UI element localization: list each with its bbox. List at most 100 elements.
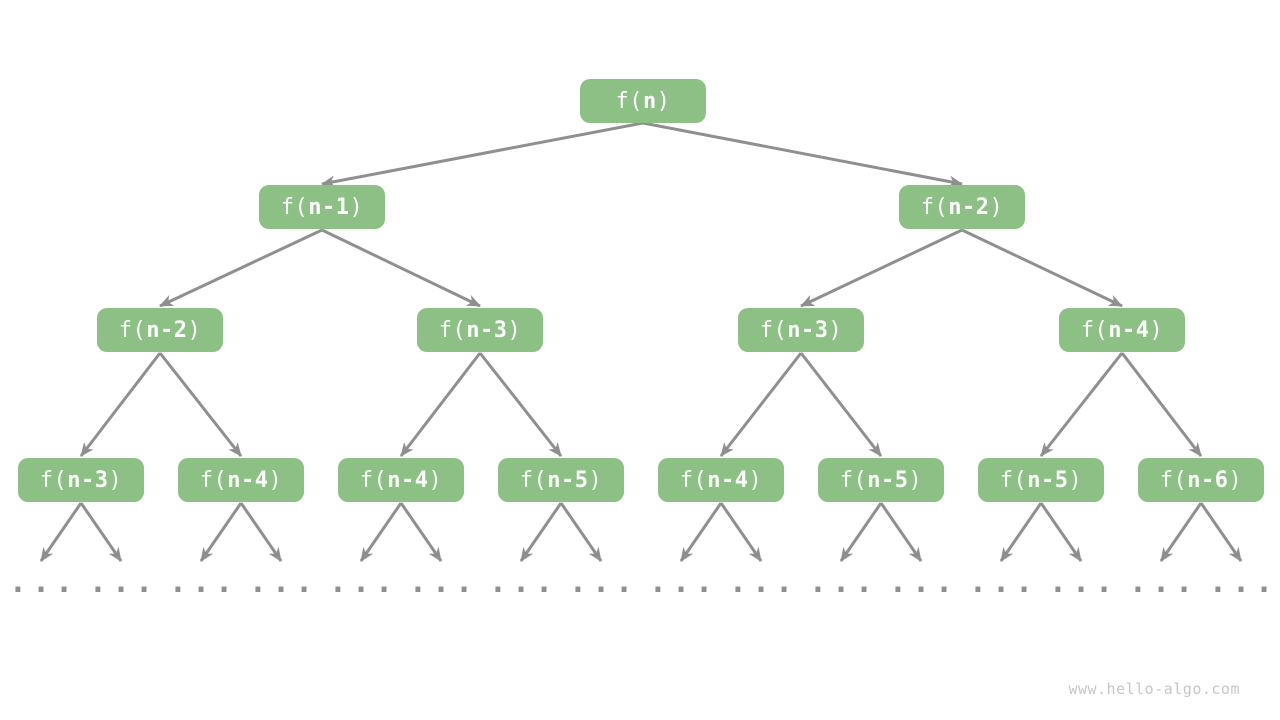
node-label-pre: f(	[999, 467, 1028, 493]
leaf-ellipsis: ...	[8, 565, 79, 600]
tree-node: f(n-2)	[97, 308, 223, 352]
edge	[1039, 352, 1124, 457]
edge	[159, 228, 323, 308]
node-label-pre: f(	[118, 317, 147, 343]
node-label-arg: n-3	[67, 467, 109, 493]
edge	[359, 502, 403, 562]
edge	[399, 502, 443, 562]
node-label-arg: n-4	[227, 467, 269, 493]
leaf-ellipsis: ...	[648, 565, 719, 600]
leaf-ellipsis: ...	[728, 565, 799, 600]
node-label-pre: f(	[679, 467, 708, 493]
leaf-ellipsis: ...	[328, 565, 399, 600]
node-label-post: )	[588, 467, 603, 493]
node-label-post: )	[187, 317, 202, 343]
node-label-pre: f(	[920, 194, 949, 220]
edge	[642, 121, 963, 188]
node-label-pre: f(	[839, 467, 868, 493]
node-label-pre: f(	[199, 467, 228, 493]
tree-node: f(n-4)	[338, 458, 464, 502]
edge	[1039, 502, 1083, 562]
leaf-ellipsis: ...	[888, 565, 959, 600]
tree-node: f(n-3)	[417, 308, 543, 352]
edge	[239, 502, 283, 562]
node-label-post: )	[349, 194, 364, 220]
edge	[1199, 502, 1243, 562]
tree-node: f(n-5)	[498, 458, 624, 502]
node-label-pre: f(	[519, 467, 548, 493]
node-label-post: )	[989, 194, 1004, 220]
tree-node: f(n-1)	[259, 185, 385, 229]
edge	[879, 502, 923, 562]
node-label-arg: n-2	[146, 317, 188, 343]
node-label-arg: n-1	[308, 194, 350, 220]
node-label-arg: n-3	[466, 317, 508, 343]
tree-node: f(n-4)	[178, 458, 304, 502]
tree-node: f(n-4)	[1059, 308, 1185, 352]
edge	[158, 352, 243, 457]
leaf-ellipsis: ...	[1048, 565, 1119, 600]
node-label-pre: f(	[359, 467, 388, 493]
node-label-arg: n-4	[387, 467, 429, 493]
edge	[559, 502, 603, 562]
tree-node: f(n-3)	[18, 458, 144, 502]
leaf-ellipsis: ...	[568, 565, 639, 600]
node-label-pre: f(	[615, 88, 643, 114]
edge	[719, 352, 803, 457]
node-label-post: )	[656, 88, 671, 114]
node-label-arg: n-2	[948, 194, 990, 220]
node-label-post: )	[1149, 317, 1164, 343]
edge	[1159, 502, 1203, 562]
node-label-pre: f(	[280, 194, 309, 220]
leaf-ellipsis: ...	[248, 565, 319, 600]
node-label-post: )	[1068, 467, 1083, 493]
watermark: www.hello-algo.com	[1068, 680, 1240, 698]
edge	[679, 502, 723, 562]
edge	[321, 228, 481, 308]
leaf-ellipsis: ...	[408, 565, 479, 600]
node-label-post: )	[828, 317, 843, 343]
node-label-post: )	[428, 467, 443, 493]
node-label-arg: n	[643, 88, 657, 114]
edge	[79, 502, 123, 562]
leaf-ellipsis: ...	[168, 565, 239, 600]
leaf-ellipsis: ...	[1208, 565, 1279, 600]
edge	[399, 352, 482, 457]
tree-node: f(n-4)	[658, 458, 784, 502]
tree-node: f(n-3)	[738, 308, 864, 352]
node-label-pre: f(	[1159, 467, 1188, 493]
edge	[719, 502, 763, 562]
edge	[519, 502, 563, 562]
edge	[39, 502, 83, 562]
node-label-post: )	[748, 467, 763, 493]
node-label-arg: n-5	[867, 467, 909, 493]
node-label-arg: n-5	[547, 467, 589, 493]
node-label-pre: f(	[438, 317, 467, 343]
node-label-arg: n-4	[1108, 317, 1150, 343]
leaf-ellipsis: ...	[88, 565, 159, 600]
node-label-arg: n-4	[707, 467, 749, 493]
node-label-pre: f(	[759, 317, 788, 343]
edge	[478, 352, 563, 457]
leaf-ellipsis: ...	[1128, 565, 1199, 600]
edge	[839, 502, 883, 562]
node-label-pre: f(	[1080, 317, 1109, 343]
edge	[79, 352, 162, 457]
node-label-post: )	[1228, 467, 1243, 493]
edge	[961, 228, 1123, 308]
edge	[799, 352, 883, 457]
tree-node: f(n-2)	[899, 185, 1025, 229]
leaf-ellipsis: ...	[488, 565, 559, 600]
edge	[321, 121, 644, 188]
node-label-pre: f(	[39, 467, 68, 493]
edge	[1120, 352, 1203, 457]
tree-node: f(n-6)	[1138, 458, 1264, 502]
edge	[800, 228, 963, 308]
tree-node-root: f(n)	[580, 79, 706, 123]
node-label-arg: n-3	[787, 317, 829, 343]
tree-node: f(n-5)	[818, 458, 944, 502]
node-label-post: )	[908, 467, 923, 493]
leaf-ellipsis: ...	[968, 565, 1039, 600]
